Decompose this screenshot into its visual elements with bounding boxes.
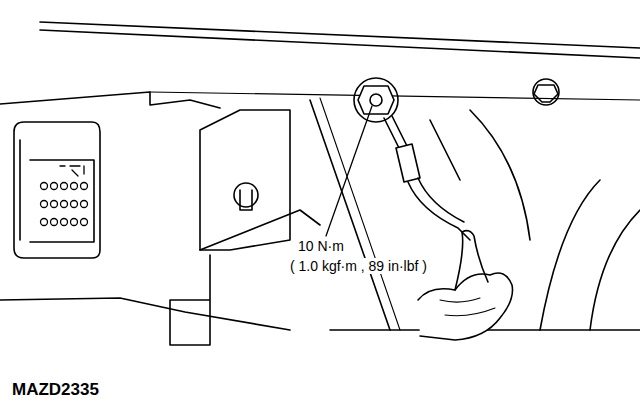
casting-curve: [470, 110, 530, 240]
leader-line: [326, 106, 372, 236]
hand: [418, 273, 513, 340]
hand-finger: [455, 231, 488, 290]
torque-spec: ( 1.0 kgf·m , 89 in·lbf ): [288, 258, 429, 274]
electrical-connector: [14, 122, 100, 258]
connector-face: [19, 140, 21, 240]
hand-finger: [440, 298, 495, 316]
housing-edge: [0, 298, 290, 330]
casting-edge: [150, 92, 640, 100]
mounting-bracket: [200, 110, 290, 250]
casting-curve: [590, 210, 640, 330]
casting-rib: [310, 100, 390, 330]
bracket-bolt: [234, 183, 258, 207]
knock-sensor-stud: [370, 94, 382, 106]
casting-rib: [430, 120, 460, 180]
knock-sensor: [354, 78, 398, 122]
housing-edge: [0, 92, 220, 108]
engine-bolt: [533, 79, 559, 105]
connector-face: [30, 160, 94, 242]
sensor-cable: [408, 178, 470, 240]
connector-mark: [60, 166, 84, 176]
engine-bolt: [534, 85, 558, 102]
connector-pins: [41, 166, 88, 226]
casting-curve: [540, 180, 600, 330]
sensor-plug: [396, 144, 420, 182]
casting-edge: [40, 30, 640, 58]
sensor-lead: [384, 116, 408, 150]
casting-rib: [320, 98, 400, 330]
bracket-tab: [170, 255, 210, 345]
bracket-bolt: [240, 190, 252, 210]
knock-sensor-hex: [358, 86, 394, 114]
torque-spec: 10 N·m: [296, 238, 346, 254]
figure-code: MAZD2335: [10, 380, 101, 400]
